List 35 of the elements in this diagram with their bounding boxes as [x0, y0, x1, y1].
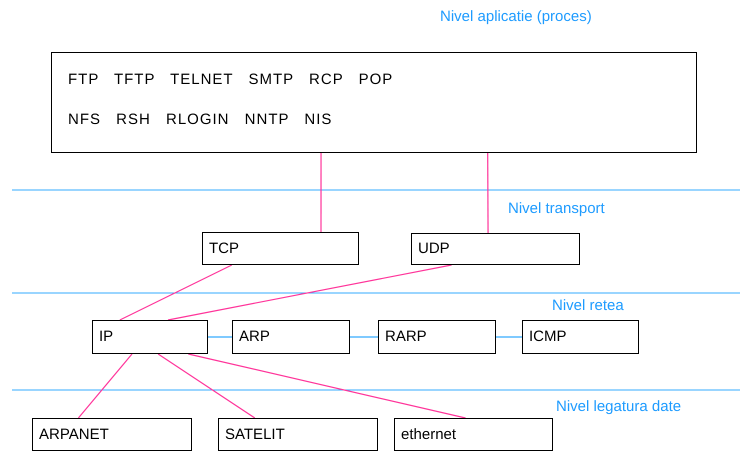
connector-line	[158, 354, 256, 418]
layer-label: Nivel transport	[508, 200, 605, 218]
connector-line	[188, 353, 466, 419]
protocol-name: TCP	[209, 240, 239, 258]
protocol-name: UDP	[418, 240, 450, 258]
protocol-box	[32, 418, 192, 451]
layer-label: Nivel retea	[552, 297, 624, 315]
connector-line	[208, 336, 232, 338]
protocol-box	[51, 52, 697, 153]
protocol-box	[411, 233, 580, 265]
protocol-name: ARP	[239, 328, 270, 346]
protocol-box	[522, 320, 639, 354]
protocol-name: IP	[99, 328, 114, 346]
connector-line	[350, 336, 378, 338]
protocol-box	[394, 418, 553, 451]
connector-line	[78, 354, 132, 418]
connector-line	[168, 264, 452, 321]
protocol-name: NFS RSH RLOGIN NNTP NIS	[68, 111, 332, 129]
protocol-box	[218, 418, 378, 451]
connector-line	[320, 153, 322, 232]
protocol-name: FTP TFTP TELNET SMTP RCP POP	[68, 71, 394, 89]
protocol-name: ICMP	[529, 328, 566, 346]
protocol-box	[92, 320, 208, 354]
protocol-name: SATELIT	[225, 426, 285, 444]
layer-label: Nivel aplicatie (proces)	[440, 8, 592, 26]
layer-label: Nivel legatura date	[556, 398, 682, 416]
protocol-box	[378, 320, 496, 354]
protocol-box	[232, 320, 350, 354]
protocol-name: ethernet	[401, 426, 456, 444]
protocol-name: RARP	[385, 328, 427, 346]
connector-line	[496, 336, 522, 338]
protocol-name: ARPANET	[39, 426, 109, 444]
connector-line	[487, 153, 489, 233]
protocol-box	[202, 232, 359, 265]
connector-line	[120, 264, 232, 321]
